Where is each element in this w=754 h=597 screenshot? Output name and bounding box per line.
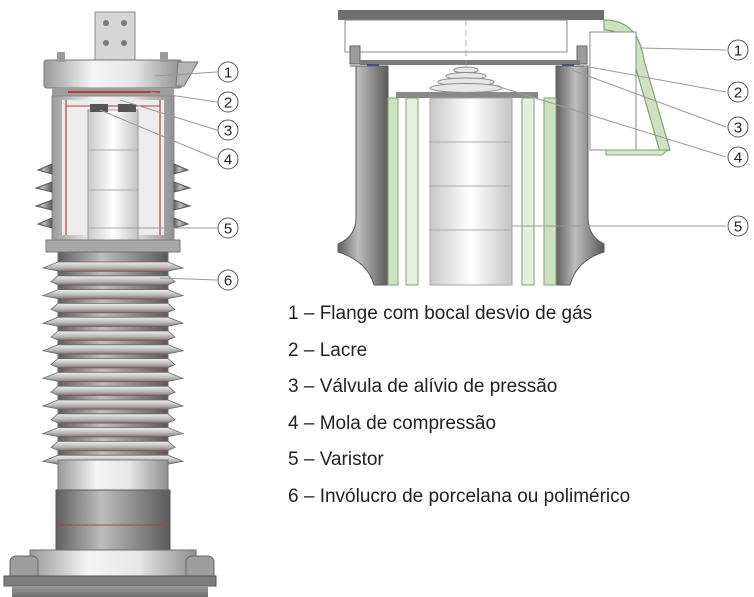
green-lining-left (387, 97, 399, 286)
svg-text:1: 1 (734, 43, 742, 60)
green-lining-right (543, 97, 557, 286)
lower-cylinder-dark (55, 489, 171, 551)
detail-callout-3: 3 (727, 116, 749, 138)
detail-bolt-left (349, 45, 361, 65)
detail-bolt-right (576, 45, 588, 65)
porcelain-shed (41, 344, 185, 355)
arrester-full-view (3, 11, 217, 597)
svg-text:3: 3 (224, 123, 232, 140)
varistor-column (87, 109, 139, 241)
callout-1: 1 (217, 61, 239, 83)
legend-item-3: 3 – Válvula de alívio de pressão (288, 376, 558, 398)
top-flange (43, 59, 183, 89)
upper-sheds (34, 163, 192, 229)
right-callouts: 1 2 3 4 5 (727, 39, 749, 237)
detail-callout-4: 4 (727, 146, 749, 168)
green-lining-left-2 (405, 97, 419, 286)
terminal-plate (94, 11, 136, 61)
varistor-blocks (429, 97, 513, 286)
porcelain-shed (41, 372, 185, 382)
green-lining-right-2 (521, 97, 535, 286)
legend: 1 – Flange com bocal desvio de gás 2 – L… (288, 296, 630, 516)
terminal-hole (103, 40, 109, 46)
svg-text:3: 3 (734, 120, 742, 137)
valve-cap (90, 104, 108, 112)
porcelain-shed (50, 303, 176, 313)
porcelain-shed (50, 413, 176, 424)
detail-callout-2: 2 (727, 81, 749, 103)
top-cover (338, 10, 604, 20)
terminal-hole (103, 20, 109, 26)
spring-seat-plate (396, 92, 538, 98)
mid-flange (45, 239, 181, 253)
detail-callout-5: 5 (727, 215, 749, 237)
svg-text:5: 5 (734, 219, 742, 236)
callout-4: 4 (217, 148, 239, 170)
left-leader-lines (99, 71, 218, 281)
housing-left (337, 65, 389, 286)
lower-cylinder (57, 459, 169, 491)
legend-item-4: 4 – Mola de compressão (288, 412, 497, 434)
porcelain-shed (41, 289, 185, 299)
base-flange (29, 549, 197, 577)
arrester-detail-view (337, 10, 671, 286)
base-pedestal (12, 586, 208, 597)
porcelain-shed (50, 275, 176, 286)
callout-2: 2 (217, 91, 239, 113)
svg-text:5: 5 (224, 221, 232, 238)
porcelain-sheds (41, 261, 185, 466)
flange-bolt (57, 52, 65, 62)
svg-text:4: 4 (734, 150, 742, 167)
base-plate (3, 575, 217, 587)
right-leader-lines (489, 47, 727, 227)
valve-cap (118, 104, 136, 112)
callout-5: 5 (217, 217, 239, 239)
detail-callout-1: 1 (727, 39, 749, 61)
svg-text:1: 1 (224, 65, 232, 82)
porcelain-shed (50, 330, 176, 341)
terminal-hole (121, 40, 127, 46)
svg-text:4: 4 (224, 152, 232, 169)
porcelain-shed (41, 399, 185, 410)
callout-6: 6 (217, 269, 239, 291)
porcelain-shed (41, 427, 185, 437)
legend-item-6: 6 – Invólucro de porcelana ou polimérico (288, 485, 631, 507)
legend-item-1: 1 – Flange com bocal desvio de gás (288, 303, 593, 324)
svg-text:6: 6 (224, 273, 232, 290)
flange-bolt (160, 52, 168, 62)
porcelain-shed (41, 316, 185, 327)
terminal-hole (121, 20, 127, 26)
relief-plate (360, 60, 580, 65)
porcelain-shed (50, 385, 176, 396)
porcelain-shed (50, 441, 176, 451)
porcelain-shed (41, 261, 185, 272)
porcelain-shed (50, 358, 176, 368)
left-callouts: 1 2 3 4 5 6 (217, 61, 239, 291)
top-cover-inner (344, 19, 568, 53)
legend-item-2: 2 – Lacre (288, 339, 368, 361)
deflector-lip (605, 149, 670, 156)
compression-spring (429, 66, 503, 93)
svg-text:2: 2 (734, 85, 742, 102)
legend-item-5: 5 – Varistor (288, 449, 384, 471)
callout-3: 3 (217, 119, 239, 141)
svg-text:2: 2 (224, 95, 232, 112)
